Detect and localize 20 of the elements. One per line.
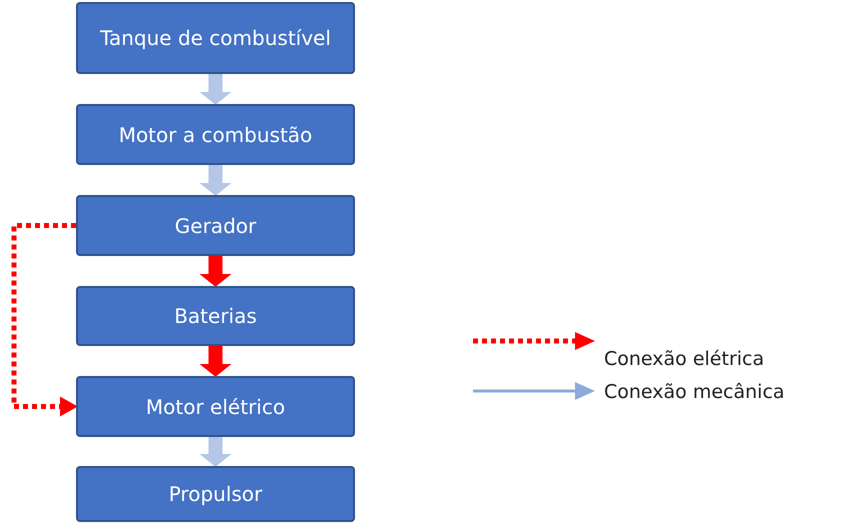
process-box	[76, 466, 355, 522]
box-label: Motor a combustão	[118, 122, 314, 148]
box-label: Tanque de combustível	[99, 25, 332, 51]
box-label: Gerador	[174, 212, 258, 238]
process-box	[76, 195, 355, 256]
process-box	[76, 286, 355, 346]
arrow	[200, 437, 232, 467]
arrow	[200, 165, 232, 196]
process-box	[76, 376, 355, 437]
box-label: Motor elétrico	[144, 394, 286, 420]
arrow	[200, 256, 232, 287]
box-label: Baterias	[173, 303, 258, 329]
process-box	[76, 104, 355, 165]
process-box	[76, 2, 355, 74]
arrow	[200, 346, 232, 377]
legend-label: Conexão mecânica	[604, 381, 785, 403]
box-label: Propulsor	[168, 481, 264, 507]
arrow	[200, 74, 232, 105]
legend-label: Conexão elétrica	[604, 348, 764, 370]
dotted-arrow	[12, 223, 78, 416]
